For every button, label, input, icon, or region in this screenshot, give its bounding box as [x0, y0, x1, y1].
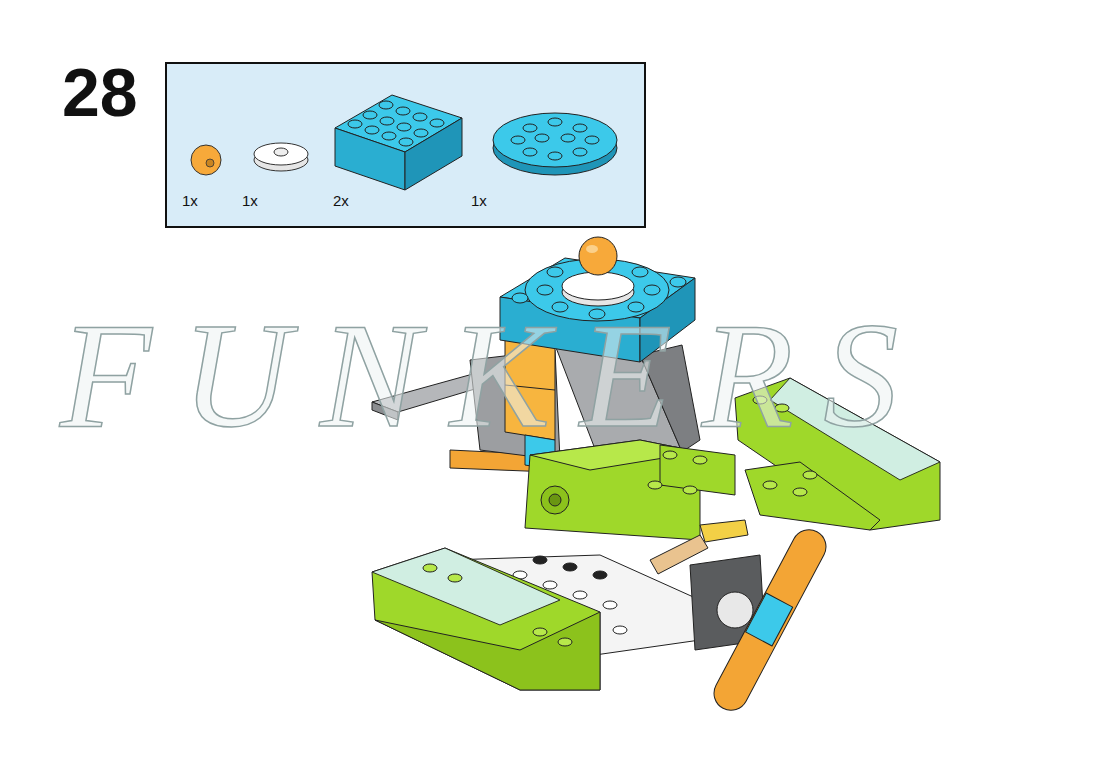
- part-quantity: 1x: [242, 193, 258, 208]
- brick-2x4-part: [335, 95, 462, 190]
- round-tile-part: [254, 143, 308, 171]
- orange-ball-part: [191, 145, 221, 175]
- watermark: FUNKERS: [60, 300, 928, 450]
- part-quantity: 1x: [471, 193, 487, 208]
- part-quantity: 1x: [182, 193, 198, 208]
- round-plate-part: [493, 113, 617, 175]
- parts-box: [166, 63, 645, 227]
- part-quantity: 2x: [333, 193, 349, 208]
- step-number: 28: [62, 58, 138, 126]
